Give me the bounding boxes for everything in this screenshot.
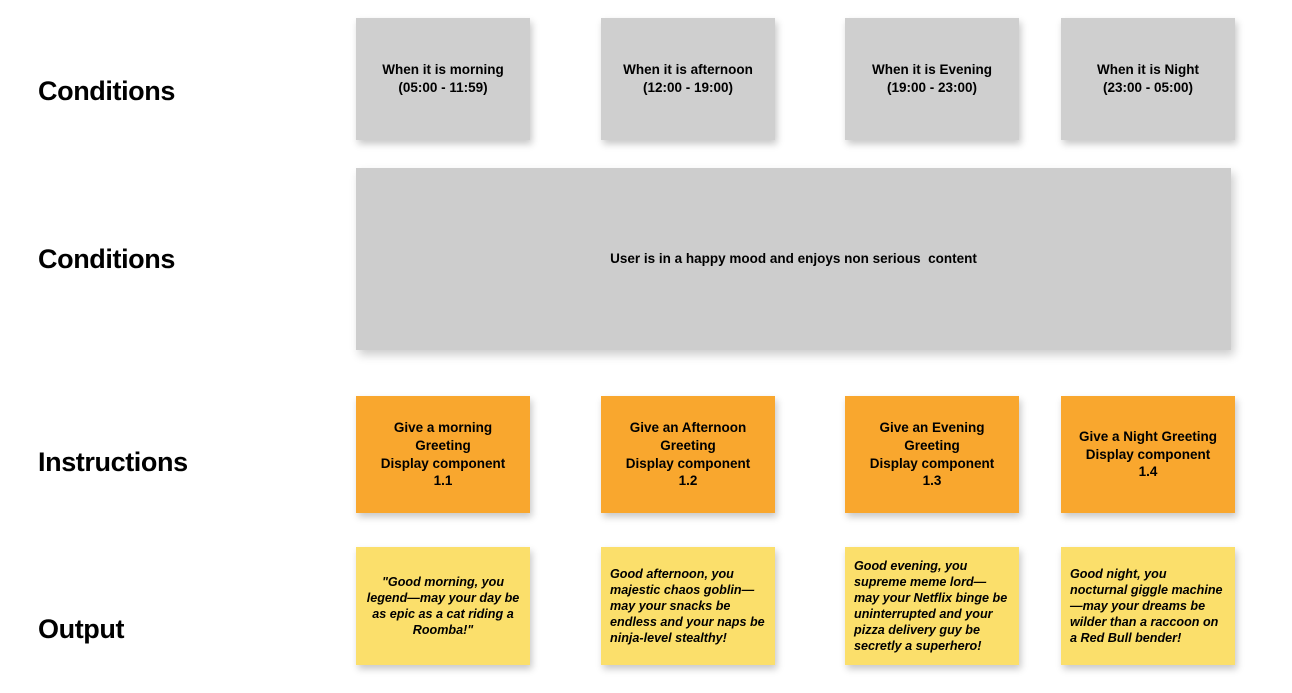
output-note-evening[interactable]: Good evening, you supreme meme lord—may … — [845, 547, 1019, 665]
instruction-card-1-2[interactable]: Give an Afternoon Greeting Display compo… — [601, 396, 775, 513]
output-note-text: Good night, you nocturnal giggle machine… — [1070, 566, 1223, 646]
condition-card-text: When it is Evening (19:00 - 23:00) — [871, 62, 992, 95]
condition-card-text: When it is afternoon (12:00 - 19:00) — [623, 62, 753, 95]
instruction-card-1-4[interactable]: Give a Night Greeting Display component … — [1061, 396, 1235, 513]
instruction-card-text: Give a morning Greeting Display componen… — [380, 419, 506, 489]
output-note-afternoon[interactable]: Good afternoon, you majestic chaos gobli… — [601, 547, 775, 665]
condition-card-text: When it is Night (23:00 - 05:00) — [1097, 62, 1199, 95]
row-label-conditions-mood: Conditions — [38, 244, 175, 274]
condition-card-morning[interactable]: When it is morning (05:00 - 11:59) — [356, 18, 530, 140]
condition-card-afternoon[interactable]: When it is afternoon (12:00 - 19:00) — [601, 18, 775, 140]
output-note-text: "Good morning, you legend—may your day b… — [366, 574, 520, 638]
row-label-output: Output — [38, 614, 125, 644]
instruction-card-text: Give an Evening Greeting Display compone… — [869, 419, 995, 489]
condition-banner-mood[interactable]: User is in a happy mood and enjoys non s… — [356, 168, 1231, 350]
condition-banner-text: User is in a happy mood and enjoys non s… — [610, 251, 977, 267]
instruction-card-1-1[interactable]: Give a morning Greeting Display componen… — [356, 396, 530, 513]
instruction-card-text: Give a Night Greeting Display component … — [1078, 428, 1218, 480]
row-label-instructions: Instructions — [38, 447, 188, 477]
instruction-card-text: Give an Afternoon Greeting Display compo… — [625, 419, 751, 489]
output-note-morning[interactable]: "Good morning, you legend—may your day b… — [356, 547, 530, 665]
output-note-night[interactable]: Good night, you nocturnal giggle machine… — [1061, 547, 1235, 665]
output-note-text: Good evening, you supreme meme lord—may … — [854, 558, 1008, 654]
output-note-text: Good afternoon, you majestic chaos gobli… — [610, 566, 765, 646]
condition-card-text: When it is morning (05:00 - 11:59) — [382, 62, 504, 95]
condition-card-night[interactable]: When it is Night (23:00 - 05:00) — [1061, 18, 1235, 140]
condition-card-evening[interactable]: When it is Evening (19:00 - 23:00) — [845, 18, 1019, 140]
row-label-conditions-time: Conditions — [38, 76, 175, 106]
instruction-card-1-3[interactable]: Give an Evening Greeting Display compone… — [845, 396, 1019, 513]
